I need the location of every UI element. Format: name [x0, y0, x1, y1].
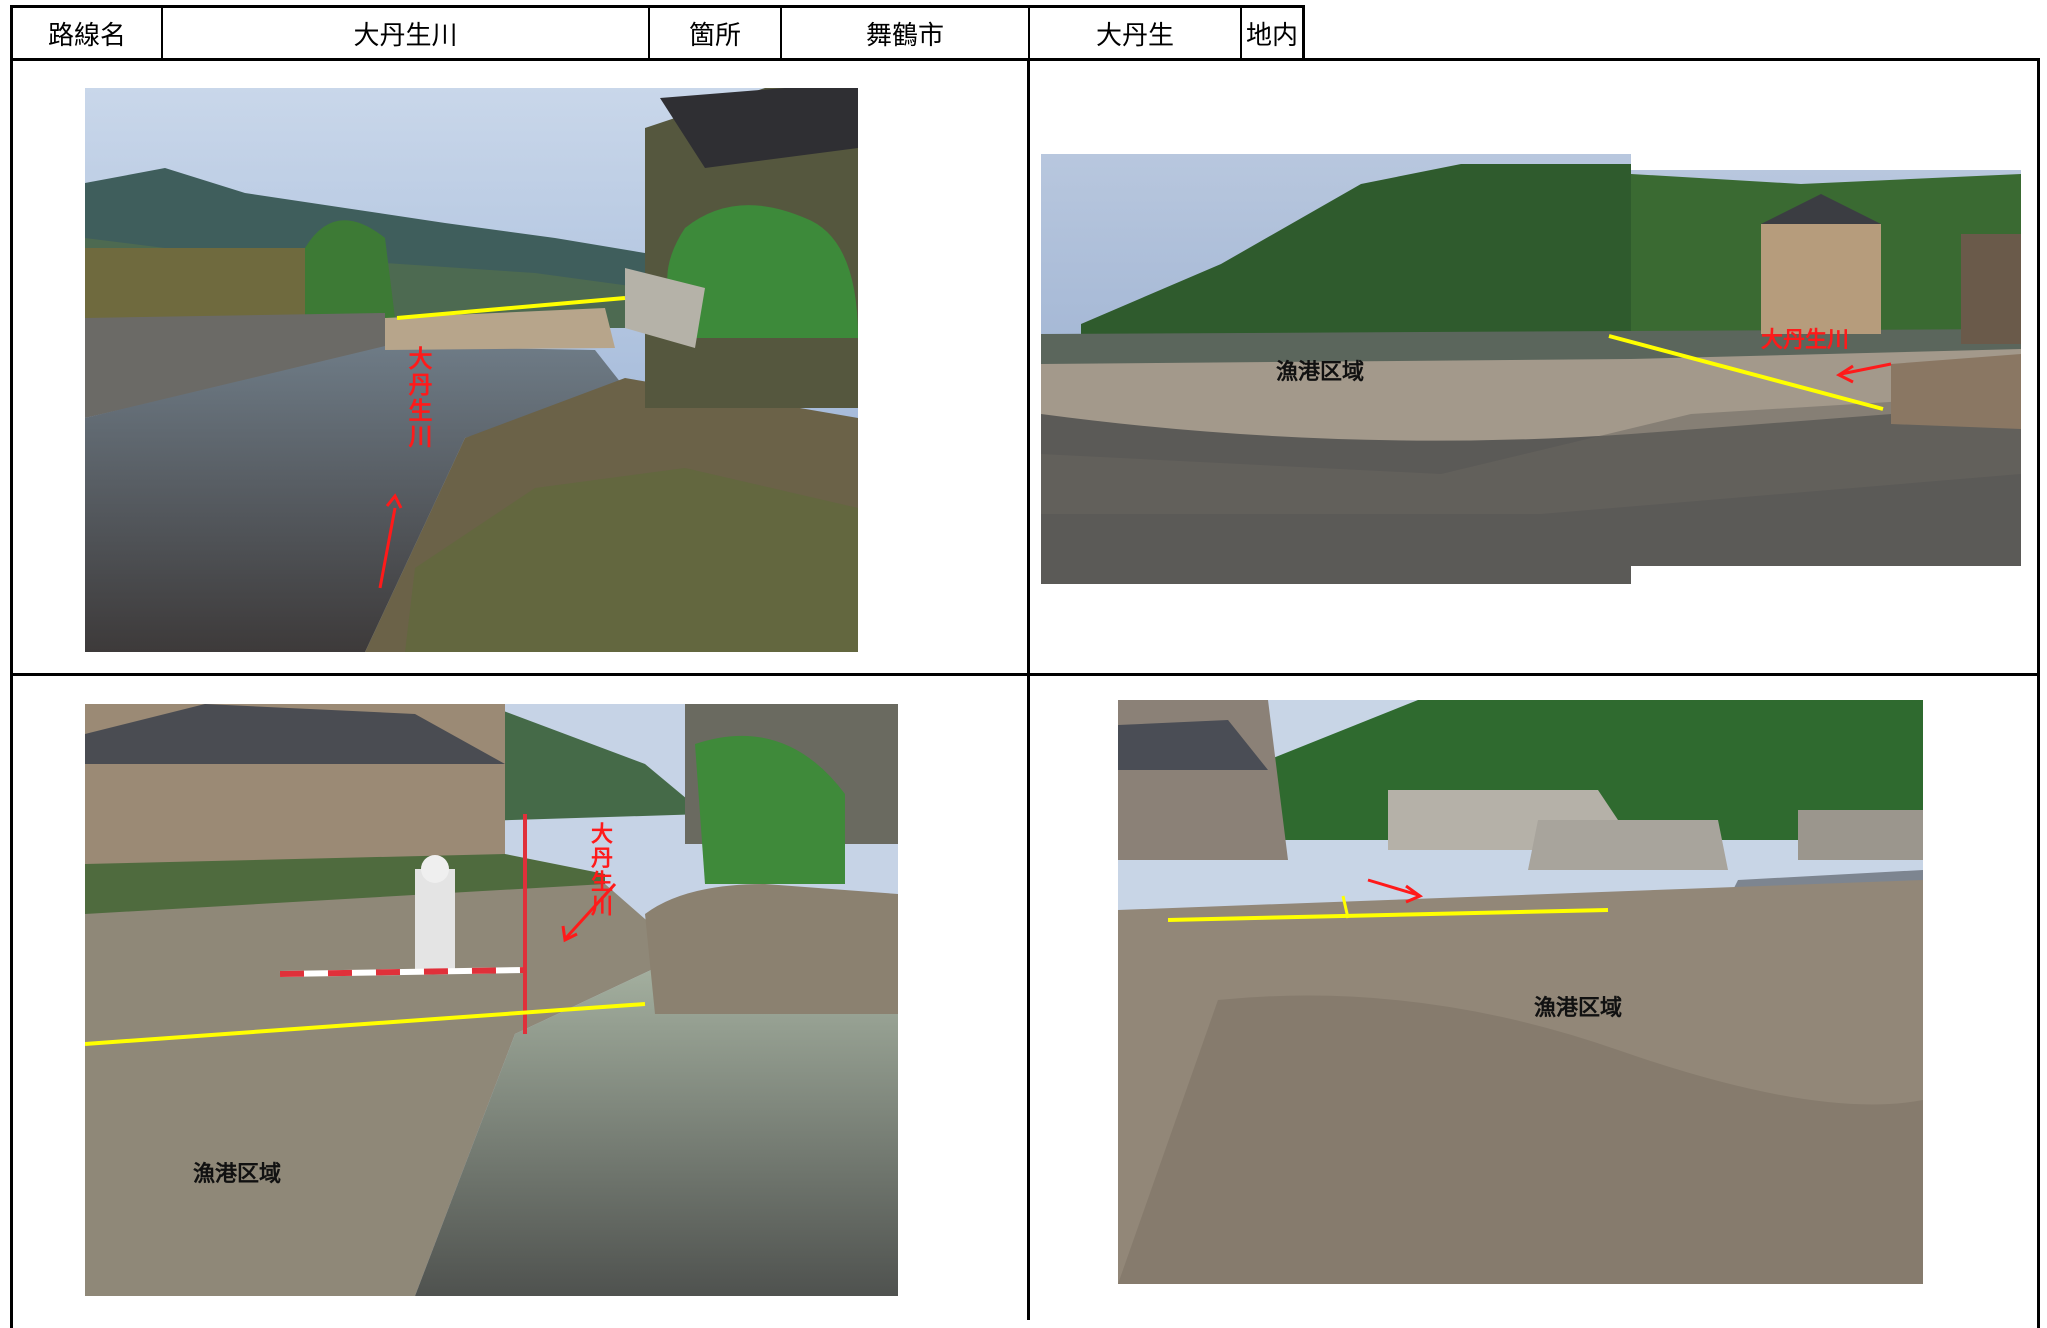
photo-river-survey-image	[85, 704, 898, 1296]
district-name: 大丹生	[1030, 8, 1242, 58]
area-suffix: 地内	[1246, 20, 1299, 51]
grid-divider-vertical	[1027, 58, 1030, 1320]
photo-fishing-port-area: 漁港区域	[1118, 700, 1923, 1284]
route-label: 路線名	[13, 8, 163, 58]
zone-label: 漁港区域	[193, 1162, 282, 1187]
photo-river-mouth-panorama-image	[1041, 154, 2021, 584]
river-name: 大丹生川	[163, 8, 650, 58]
photo-river-survey: 大丹生川 漁港区域	[85, 704, 898, 1296]
photo-river-upstream: 大丹生川	[85, 88, 858, 652]
river-label: 大丹生川	[587, 822, 612, 918]
river-label: 大丹生川	[404, 346, 432, 450]
city-name: 舞鶴市	[782, 8, 1030, 58]
header-table: 路線名 大丹生川 箇所 舞鶴市 大丹生 地内	[10, 5, 1305, 61]
zone-label: 漁港区域	[1276, 360, 1365, 385]
place-label: 箇所	[650, 8, 782, 58]
photo-grid	[10, 58, 2040, 1328]
photo-fishing-port-area-image	[1118, 700, 1923, 1284]
photo-river-upstream-image	[85, 88, 858, 652]
grid-divider-horizontal	[10, 673, 2040, 676]
zone-label: 漁港区域	[1534, 996, 1623, 1021]
photo-river-mouth-panorama: 漁港区域 大丹生川	[1041, 154, 2021, 584]
river-label: 大丹生川	[1761, 328, 1850, 353]
